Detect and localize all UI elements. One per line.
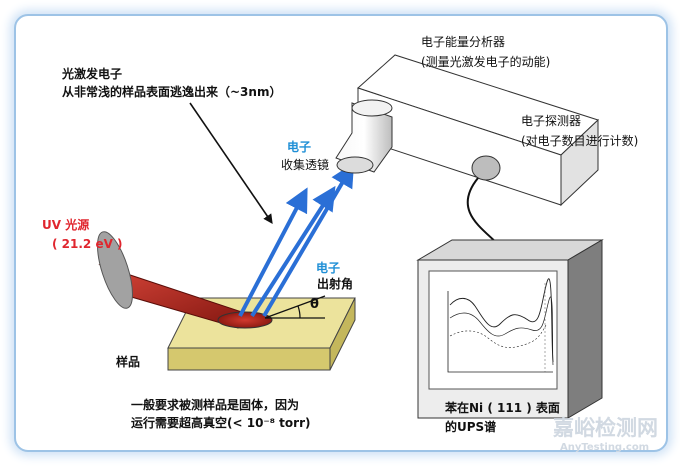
theta-symbol: θ <box>310 297 319 312</box>
lens-label: 收集透镜 <box>281 158 330 172</box>
uv-energy-label: ( 21.2 eV ) <box>52 237 123 251</box>
energy-analyzer <box>357 54 599 207</box>
electron-trajectories <box>238 162 355 318</box>
escape-depth-pointer <box>189 102 273 224</box>
spectrum-title-line-1: 苯在Ni ( 111 ) 表面 <box>445 401 560 415</box>
exit-angle-marker <box>264 295 326 319</box>
uv-source-label: UV 光源 <box>42 218 90 232</box>
exit-electron-label: 电子 <box>316 261 341 275</box>
spectrum-monitor <box>416 239 604 419</box>
detector-note: (对电子数目进行计数) <box>521 134 639 148</box>
detector-port <box>471 155 501 181</box>
caption-line-2: 运行需要超高真空(< 10⁻⁸ torr) <box>131 416 311 430</box>
analyzer-label: 电子能量分析器 <box>421 35 506 49</box>
spectrum-title-line-2: 的UPS谱 <box>445 420 497 434</box>
illuminated-spot <box>217 311 273 329</box>
lens-electron-label: 电子 <box>287 140 312 154</box>
exit-angle-label: 出射角 <box>317 277 354 291</box>
watermark-en: AnyTesting.com <box>560 442 650 453</box>
collection-lens <box>335 99 393 174</box>
escape-depth-label: 从非常浅的样品表面逃逸出来（~3nm） <box>62 85 282 99</box>
sample-label: 样品 <box>116 355 141 369</box>
photoelectron-label: 光激发电子 <box>62 67 123 81</box>
caption-line-1: 一般要求被测样品是固体，因为 <box>131 398 300 412</box>
watermark-cn: 嘉峪检测网 <box>553 416 658 440</box>
detector-label: 电子探测器 <box>521 114 582 128</box>
analyzer-note: (测量光激发电子的动能) <box>421 55 551 69</box>
ups-spectrum-plot <box>447 278 554 373</box>
